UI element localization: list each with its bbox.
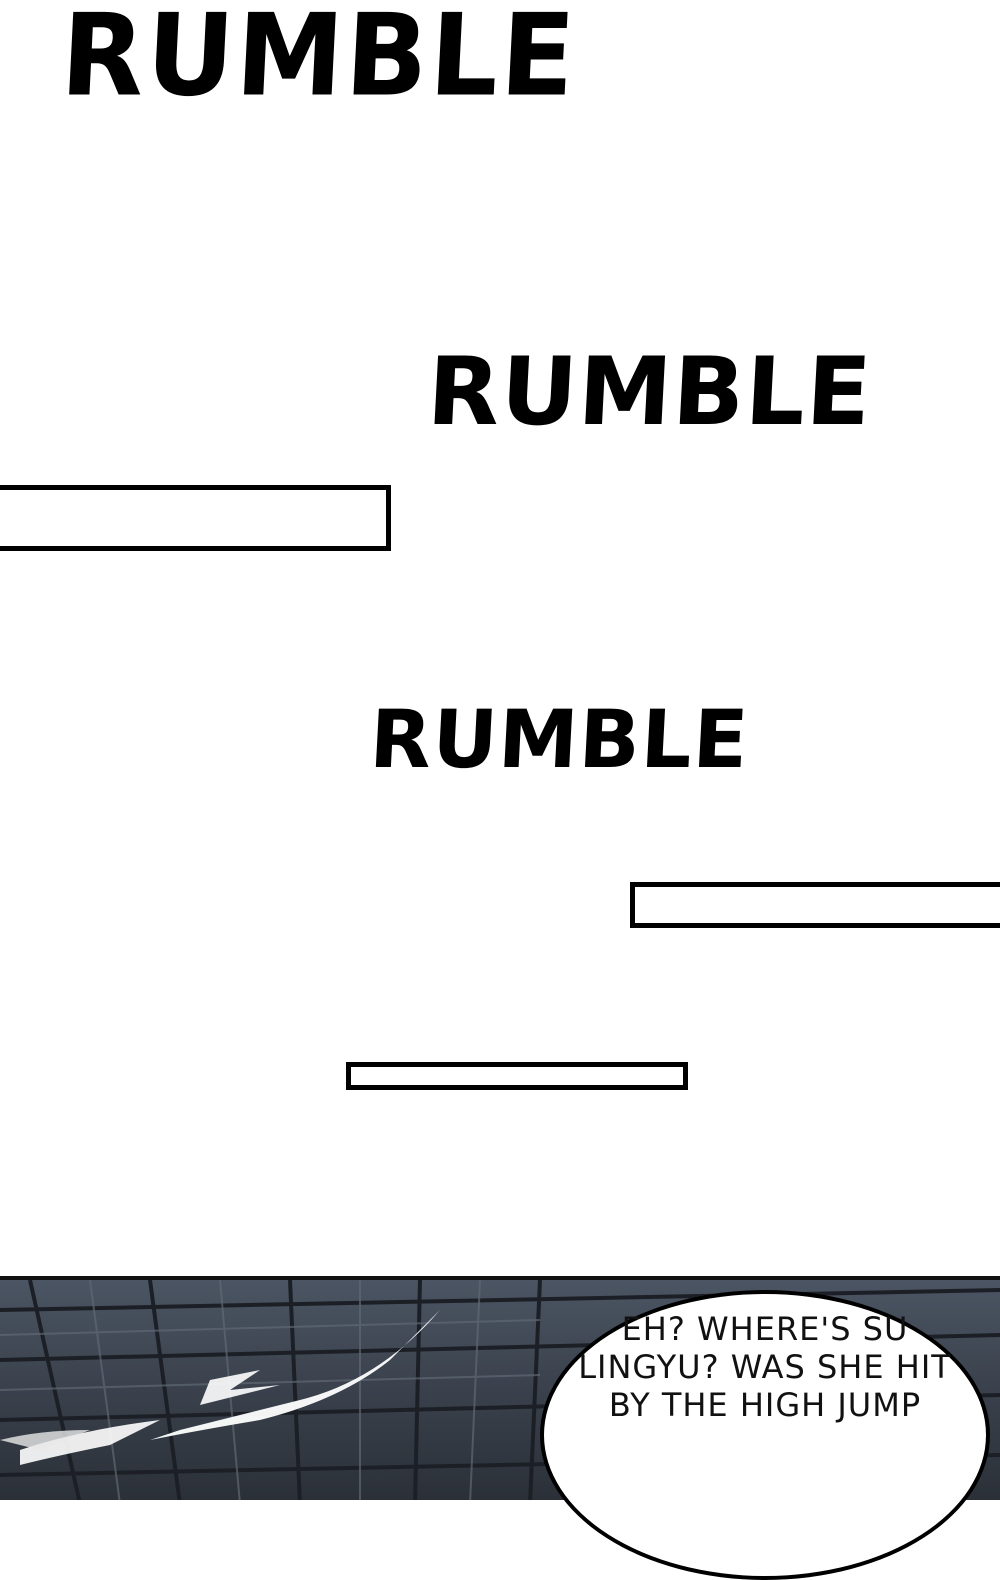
speed-line-box: [630, 882, 1000, 928]
sound-effect-rumble-medium: RUMBLE: [424, 338, 875, 447]
speed-line-box: [0, 485, 391, 551]
sound-effect-rumble-small: RUMBLE: [367, 693, 752, 786]
sound-effect-rumble-large: RUMBLE: [57, 0, 580, 122]
speech-bubble-text: EH? WHERE'S SU LINGYU? WAS SHE HIT BY TH…: [578, 1310, 952, 1424]
speed-line-box: [346, 1062, 688, 1090]
